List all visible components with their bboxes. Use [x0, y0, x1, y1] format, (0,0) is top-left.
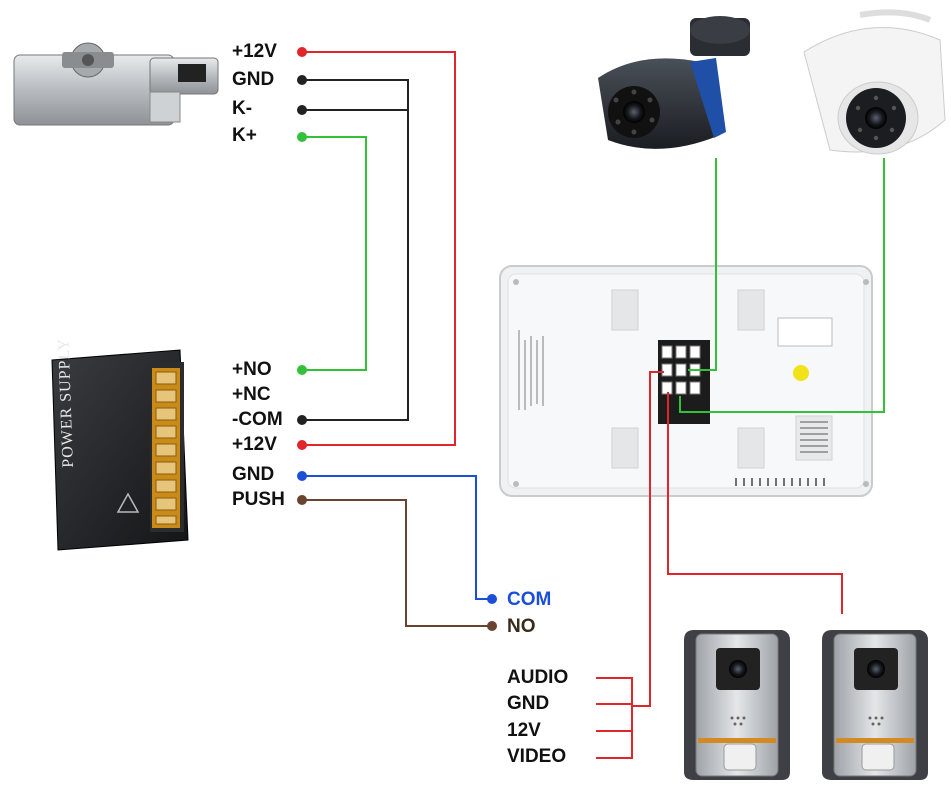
dot-lock-gnd	[297, 75, 307, 85]
station-label-audio: AUDIO	[507, 667, 569, 688]
station-label-video: VIDEO	[507, 746, 567, 767]
button-label-no: NO	[507, 616, 536, 637]
button-label-com: COM	[507, 589, 552, 610]
station-label-12v: 12V	[507, 720, 541, 741]
dot-lock-k-minus	[297, 105, 307, 115]
psu-label-12v: +12V	[232, 434, 277, 455]
psu-label-com: -COM	[232, 409, 283, 430]
outdoor-station-2	[822, 630, 928, 780]
terminal-dots	[297, 47, 497, 631]
psu-label-gnd: GND	[232, 464, 275, 485]
lock-label-k-minus: K-	[232, 98, 253, 119]
power-supply	[51, 349, 189, 551]
outdoor-station-1	[684, 630, 790, 780]
wire-black-gnd	[302, 79, 409, 421]
psu-label-nc: +NC	[232, 384, 271, 405]
dot-psu-gnd	[297, 471, 307, 481]
dot-button-no	[487, 621, 497, 631]
dot-lock-12v	[297, 47, 307, 57]
dot-psu-com	[297, 415, 307, 425]
lock-label-k-plus: K+	[232, 125, 257, 146]
wires	[302, 51, 885, 759]
wire-red-audio	[596, 677, 633, 759]
indoor-monitor	[499, 265, 873, 497]
psu-label-no: +NO	[232, 359, 272, 380]
dot-psu-push	[297, 495, 307, 505]
station-label-gnd: GND	[507, 693, 550, 714]
lock-label-12v: +12V	[232, 41, 277, 62]
wire-red-station1	[632, 371, 664, 707]
bullet-camera	[598, 16, 750, 149]
dot-button-com	[487, 594, 497, 604]
lock-label-gnd: GND	[232, 69, 275, 90]
wire-green-cam2	[679, 158, 885, 413]
wire-red-12v	[302, 51, 456, 446]
dot-lock-k-plus	[297, 132, 307, 142]
dot-psu-12v	[297, 440, 307, 450]
dome-camera	[803, 9, 946, 155]
psu-label-push: PUSH	[232, 489, 285, 510]
wire-blue-gnd	[302, 475, 492, 600]
wire-red-station2	[667, 392, 843, 614]
wire-green-k-plus	[302, 136, 367, 371]
wire-green-cam1	[688, 158, 717, 371]
dot-psu-no	[297, 365, 307, 375]
electric-lock	[13, 42, 219, 126]
wire-brown-push	[302, 499, 492, 627]
